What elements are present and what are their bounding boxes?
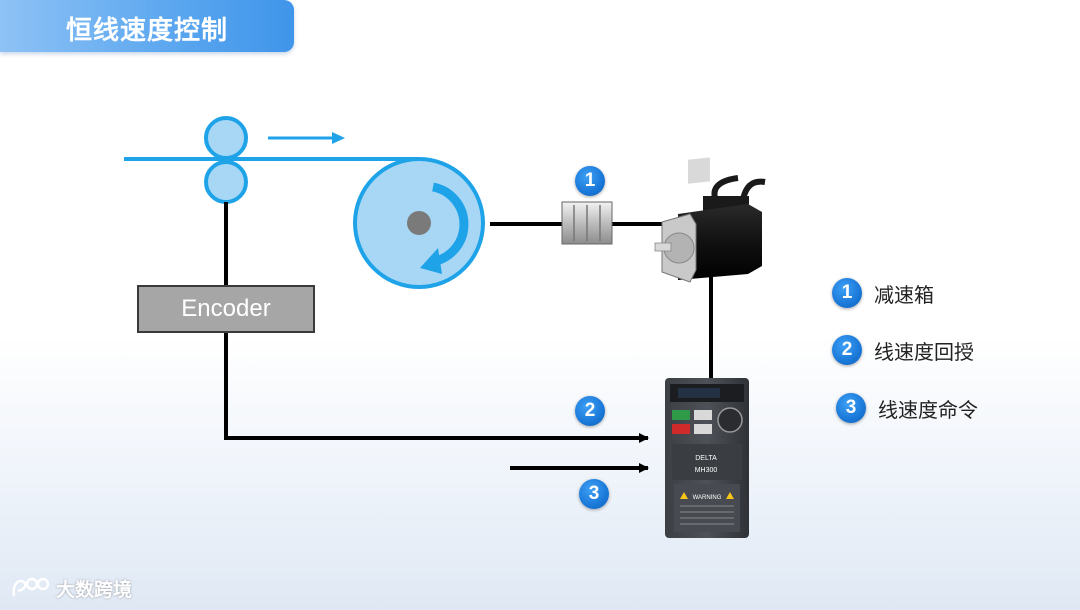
watermark-text: 大数跨境 [56, 575, 132, 602]
encoder-label: Encoder [181, 295, 270, 323]
legend-label: 线速度回授 [874, 336, 974, 365]
legend-badge: 2 [832, 335, 862, 365]
legend-item-gearbox: 1 减速箱 [832, 278, 934, 308]
gearbox-coupling [562, 202, 612, 244]
badge-feedback: 2 [575, 396, 605, 426]
drive-brand-label: DELTA [695, 455, 717, 462]
lower-roller [206, 162, 246, 202]
legend-label: 减速箱 [874, 279, 934, 308]
legend-item-command: 3 线速度命令 [836, 393, 978, 423]
legend-badge: 3 [836, 393, 866, 423]
drive-model-label: MH300 [695, 467, 718, 474]
winding-roll [355, 159, 483, 287]
ac-drive: MH300 DELTA WARNING [665, 378, 749, 538]
legend-label: 线速度命令 [878, 394, 978, 423]
upper-roller [206, 118, 246, 158]
servo-motor [655, 157, 765, 282]
web-direction-arrow [268, 132, 345, 144]
badge-gearbox: 1 [575, 166, 605, 196]
watermark-logo-icon [10, 574, 50, 602]
encoder-block: Encoder [137, 285, 315, 333]
badge-command: 3 [579, 479, 609, 509]
legend-badge: 1 [832, 278, 862, 308]
watermark: 大数跨境 [10, 574, 132, 602]
legend-item-feedback: 2 线速度回授 [832, 335, 974, 365]
drive-warning-label: WARNING [693, 495, 722, 501]
